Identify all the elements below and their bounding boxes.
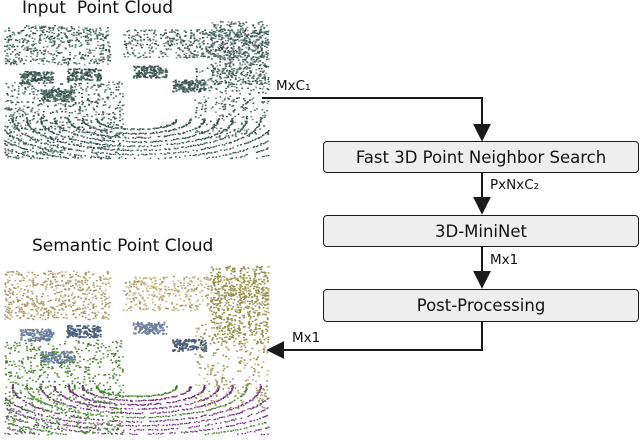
edge-label-mx1-net: Mx1 <box>490 252 519 268</box>
edge-label-mx1-output: Mx1 <box>292 330 321 346</box>
edge-label-mxc1: MxC₁ <box>276 78 311 94</box>
mininet-block: 3D-MiniNet <box>323 215 639 247</box>
arrow-input-to-search <box>262 97 491 142</box>
semantic-point-cloud-image <box>4 265 270 436</box>
arrow-post-to-output <box>266 322 483 359</box>
input-point-cloud-image <box>4 20 270 160</box>
post-processing-block: Post-Processing <box>323 289 639 322</box>
neighbor-search-block: Fast 3D Point Neighbor Search <box>323 141 639 173</box>
edge-label-pxnxc2: PxNxC₂ <box>490 177 540 193</box>
input-cloud-title: Input Point Cloud <box>22 0 173 18</box>
semantic-cloud-title: Semantic Point Cloud <box>32 236 214 256</box>
